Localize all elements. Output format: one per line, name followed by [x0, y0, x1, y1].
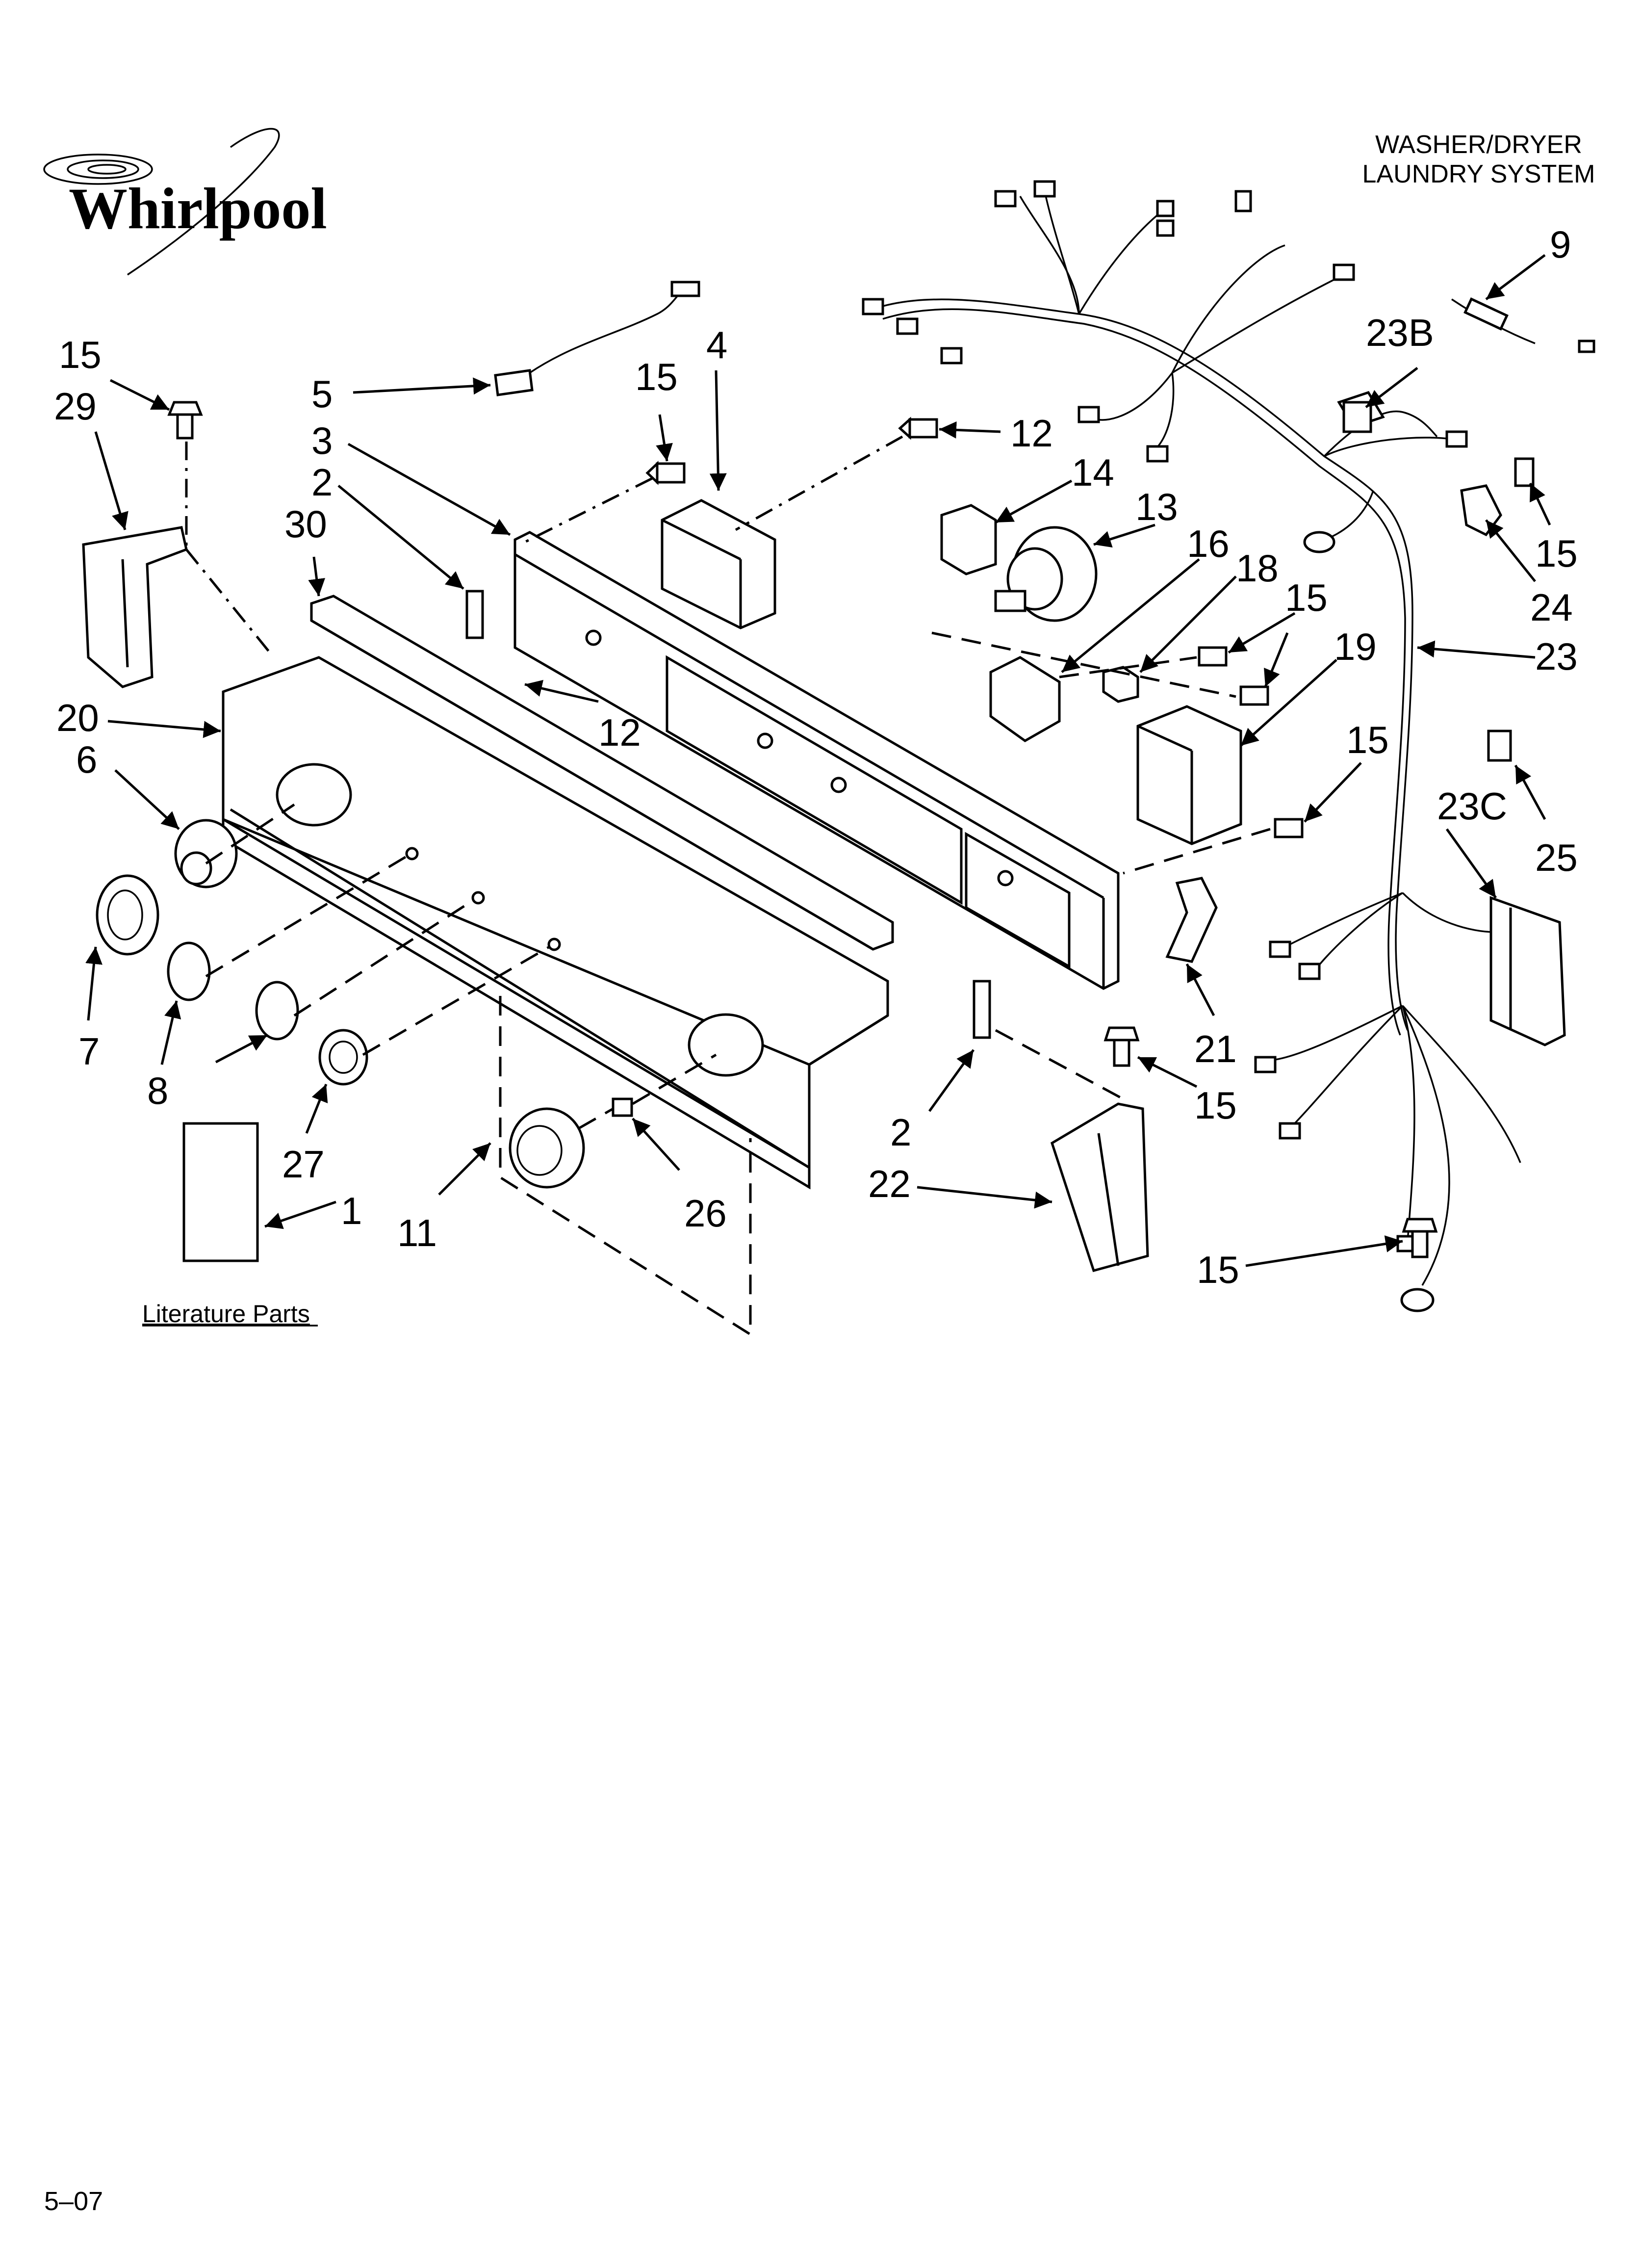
callout-labels: 15 29 5 3 2 30 15 4 12 14 13 16 18 15 19…: [54, 223, 1578, 1291]
callout-1: 1: [341, 1189, 362, 1232]
callout-30: 30: [284, 502, 327, 546]
knob-part: [167, 941, 299, 1041]
button-part: [318, 1029, 368, 1086]
callout-23: 23: [1535, 635, 1578, 678]
side-cover-part: [1051, 1102, 1149, 1273]
literature-card-part: [182, 1122, 259, 1262]
callout-12: 12: [1010, 412, 1053, 455]
callout-19: 19: [1334, 625, 1377, 668]
screw-part: [1198, 646, 1269, 706]
switch-part: [940, 504, 997, 575]
screw-part: [167, 401, 203, 440]
callout-4: 4: [706, 323, 727, 366]
strain-relief-part: [1460, 484, 1502, 537]
side-bracket-part: [82, 526, 188, 688]
callout-21: 21: [1194, 1027, 1237, 1070]
callout-2: 2: [890, 1111, 911, 1154]
sensor-part: [1451, 297, 1595, 353]
wiring-harness: [862, 180, 1566, 1312]
callout-11: 11: [397, 1211, 437, 1254]
callout-12: 12: [598, 711, 641, 754]
callout-16: 16: [1187, 522, 1230, 565]
callout-14: 14: [1072, 451, 1114, 494]
whirlpool-logo: Whirlpool: [43, 128, 327, 276]
selector-part: [994, 526, 1098, 622]
leader-lines: [85, 254, 1551, 1267]
callout-25: 25: [1535, 836, 1578, 879]
clip-part: [1487, 730, 1512, 762]
console-panel-assembly: [222, 531, 1120, 1190]
callout-20: 20: [56, 696, 99, 739]
screw-part: [898, 417, 938, 440]
callout-29: 29: [54, 385, 97, 428]
callout-9: 9: [1550, 223, 1571, 266]
callout-23c: 23C: [1437, 784, 1507, 828]
clip-part: [1165, 877, 1218, 963]
footer-code: 5–07: [44, 2187, 103, 2216]
literature-parts-label: Literature Parts: [142, 1300, 310, 1328]
control-board-part: [661, 499, 776, 629]
screw-part: [645, 461, 686, 485]
callout-13: 13: [1135, 485, 1178, 528]
insert-part: [612, 1097, 633, 1117]
switch-part: [989, 656, 1061, 742]
callout-15: 15: [1197, 1248, 1239, 1291]
callout-15: 15: [1285, 576, 1328, 619]
screw-part: [1402, 1218, 1438, 1258]
callout-24: 24: [1530, 586, 1573, 629]
callout-5: 5: [311, 372, 333, 416]
spacer-part: [973, 980, 991, 1039]
spacer-part: [465, 590, 484, 639]
callout-15: 15: [635, 355, 678, 398]
callout-27: 27: [282, 1143, 325, 1186]
callout-6: 6: [76, 738, 97, 781]
timer-module-part: [1136, 705, 1242, 845]
callout-15: 15: [1194, 1084, 1237, 1127]
callout-18: 18: [1236, 547, 1279, 590]
knob-part: [96, 874, 159, 956]
callout-7: 7: [78, 1030, 100, 1073]
screw-part: [1274, 818, 1304, 838]
screw-part: [1103, 1026, 1140, 1067]
callout-8: 8: [147, 1069, 168, 1112]
callout-23b: 23B: [1366, 311, 1434, 354]
callout-2: 2: [311, 461, 333, 504]
callout-22: 22: [868, 1162, 911, 1205]
label-part: [494, 369, 534, 396]
screw-part: [1514, 457, 1535, 487]
bushing-part: [174, 819, 238, 888]
system-title-line1: WASHER/DRYER: [1375, 130, 1582, 159]
callout-15: 15: [1346, 718, 1389, 761]
knob-part: [509, 1107, 585, 1189]
callout-15: 15: [1535, 532, 1578, 575]
callout-3: 3: [311, 419, 333, 462]
brand-wordmark: Whirlpool: [69, 176, 327, 241]
callout-15: 15: [59, 333, 102, 376]
callout-26: 26: [684, 1192, 727, 1235]
system-title-line2: LAUNDRY SYSTEM: [1362, 160, 1595, 188]
